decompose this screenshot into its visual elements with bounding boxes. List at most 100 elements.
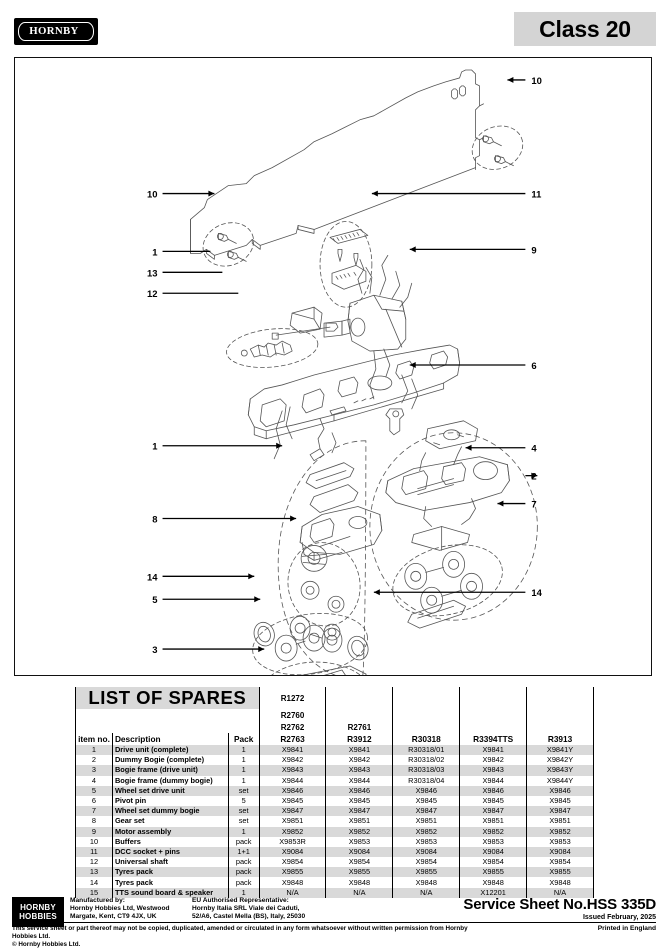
cell-part-number: X9845	[258, 795, 327, 807]
cell-pack: set	[227, 806, 260, 817]
eu-representative-block: EU Authorised Representative: Hornby Ita…	[192, 897, 305, 922]
bogie-frame-dummy-part	[385, 446, 510, 527]
legal-notice: This service sheet or part thereof may n…	[12, 925, 482, 949]
dcc-socket-part	[329, 229, 369, 290]
buffers-group-bottom	[202, 222, 255, 267]
cell-description: Bogie frame (dummy bogie)	[111, 775, 229, 786]
left-callout-labels: 10 1 13 12 1 8 14 5 3	[147, 190, 158, 657]
model-col-2-line-2	[325, 709, 394, 721]
cell-part-number: R30318/01	[392, 745, 461, 756]
list-of-spares-table: LIST OF SPARES R1272 R2760 R2762 R2761	[75, 687, 594, 898]
model-col-3-line-1	[392, 687, 461, 709]
cell-description: TTS sound board & speaker	[111, 887, 229, 898]
class-title-box: Class 20	[514, 12, 656, 46]
cell-part-number: X9084	[258, 846, 327, 858]
manufactured-line-2: Margate, Kent, CT9 4JX, UK	[70, 913, 157, 921]
footer-divider	[12, 922, 656, 924]
body-shell-part	[190, 69, 484, 260]
cell-part-number: X9842	[325, 755, 394, 766]
cell-pack: 1	[227, 826, 260, 837]
buffer-part-d	[226, 250, 247, 262]
callout-label-4: 4	[531, 444, 537, 455]
cell-pack: pack	[227, 877, 260, 888]
cell-part-number: X9845	[392, 795, 461, 807]
cell-part-number: X9844	[459, 775, 528, 786]
cell-part-number: X9855	[459, 867, 528, 878]
right-callout-arrowheads	[371, 76, 538, 596]
tyre-ring-left	[253, 621, 275, 647]
legal-line-1: This service sheet or part thereof may n…	[12, 925, 468, 940]
cell-item-no: 13	[75, 867, 113, 878]
bogie-frame-drive-group	[271, 661, 361, 675]
cell-part-number: X9842	[258, 755, 327, 766]
cell-part-number: X9843Y	[526, 765, 594, 776]
drive-unit-group	[277, 440, 367, 675]
cell-item-no: 3	[75, 765, 113, 776]
cell-part-number: X9851	[459, 816, 528, 827]
cell-description: Drive unit (complete)	[111, 745, 229, 756]
cell-description: Pivot pin	[111, 795, 229, 807]
cell-part-number: X9853R	[258, 836, 327, 847]
callout-label-5: 5	[152, 595, 157, 606]
cell-item-no: 6	[75, 795, 113, 807]
page-header: HORNBY® Class 20	[0, 0, 668, 52]
spares-model-row-2: R2760	[75, 709, 594, 721]
hh-logo-line-1: HORNBY	[20, 903, 56, 912]
cell-description: Tyres pack	[111, 877, 229, 888]
cell-part-number: X9847	[392, 806, 461, 817]
cell-part-number: X9847	[459, 806, 528, 817]
cell-item-no: 11	[75, 846, 113, 858]
callout-label-12: 12	[147, 289, 158, 300]
cell-pack: 5	[227, 795, 260, 807]
dummy-bogie-top-plate	[425, 420, 478, 450]
cell-item-no: 9	[75, 826, 113, 837]
wheel-set-drive-group	[252, 613, 368, 675]
callout-label-8: 8	[152, 514, 157, 525]
callout-label-1b: 1	[152, 442, 157, 453]
cell-part-number: X9855	[392, 867, 461, 878]
cell-pack: 1+1	[227, 846, 260, 858]
cell-part-number: X9843	[459, 765, 528, 776]
cell-pack: 1	[227, 745, 260, 756]
header-model-1: R2763	[258, 733, 327, 745]
printed-in: Printed in England	[597, 925, 656, 932]
cell-part-number: X9846	[526, 785, 594, 796]
model-col-5-line-1	[526, 687, 594, 709]
header-model-4: R3394TTS	[459, 733, 528, 745]
cell-part-number: X9084	[526, 846, 594, 858]
cell-pack: 1	[227, 755, 260, 766]
cell-part-number: X9854	[258, 857, 327, 868]
buffers-group-top	[471, 125, 524, 170]
model-col-3-line-2	[392, 709, 461, 721]
universal-shaft-detail	[240, 340, 293, 358]
cell-item-no: 15	[75, 887, 113, 898]
callout-label-13: 13	[147, 268, 158, 279]
header-item-no: item no.	[75, 733, 113, 745]
cover-plate-part	[289, 306, 323, 334]
cell-part-number: X9852	[459, 826, 528, 837]
eu-label: EU Authorised Representative:	[192, 897, 289, 904]
model-col-4-line-2	[459, 709, 528, 721]
cell-pack: set	[227, 816, 260, 827]
cell-part-number: X9851	[526, 816, 594, 827]
header-model-5: R3913	[526, 733, 594, 745]
cell-description: Bogie frame (drive unit)	[111, 765, 229, 776]
cell-part-number: X9846	[325, 785, 394, 796]
hornby-logo-text: HORNBY	[29, 26, 79, 37]
cell-part-number: X9084	[325, 846, 394, 858]
cell-description: Tyres pack	[111, 867, 229, 878]
spacer-a	[75, 709, 260, 721]
cell-part-number: X9854	[325, 857, 394, 868]
cell-part-number: X12201	[459, 887, 528, 898]
buffer-part-a	[482, 135, 502, 147]
callout-label-9: 9	[531, 245, 536, 256]
dcc-socket-group	[319, 221, 373, 308]
drive-unit-bracket	[305, 418, 359, 513]
